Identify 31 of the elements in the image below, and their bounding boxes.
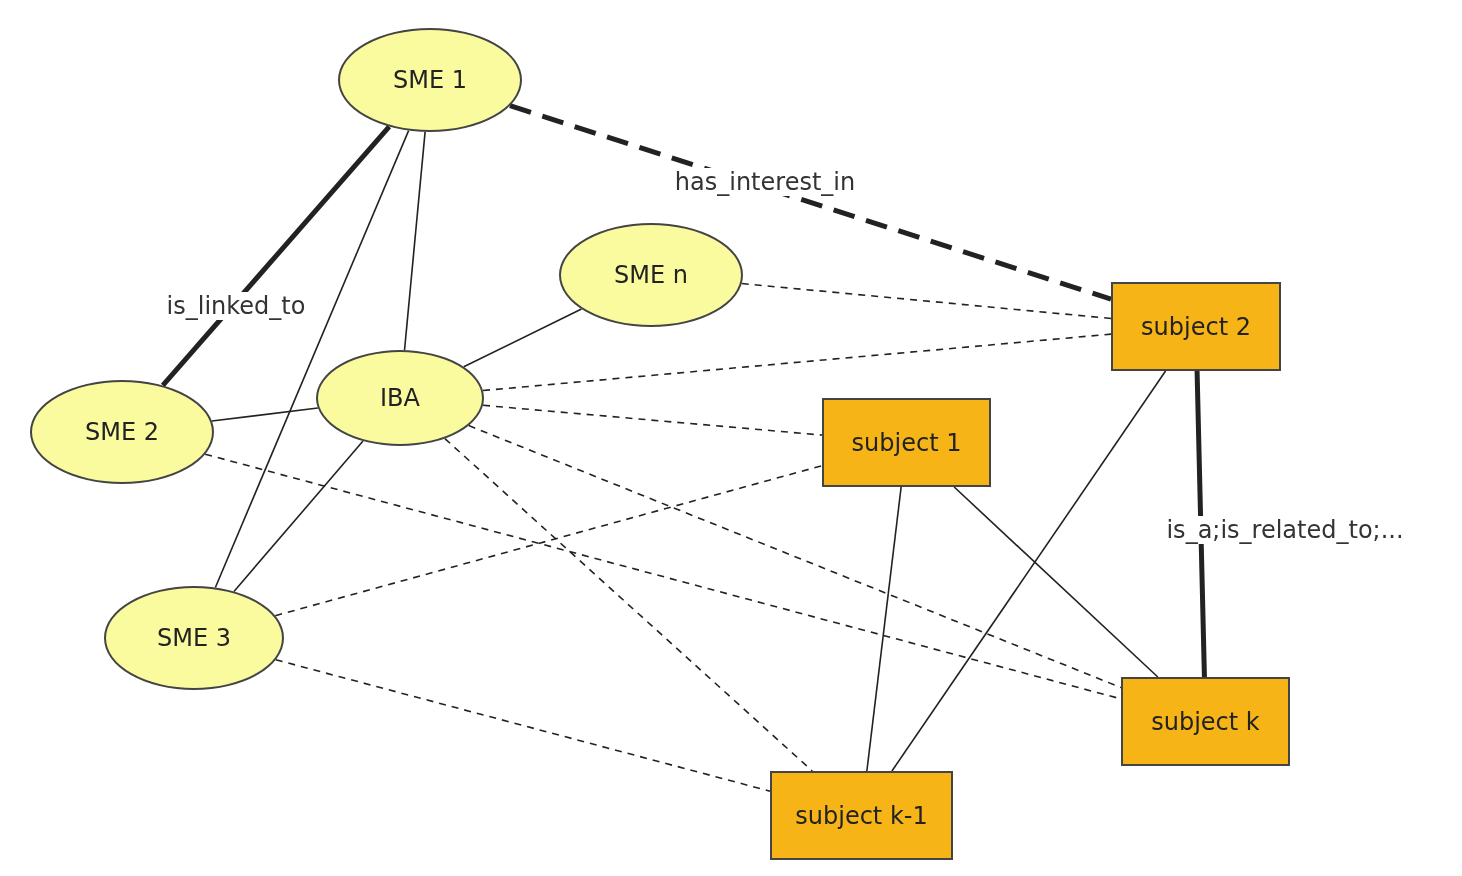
rectangle-node	[822, 398, 991, 487]
node-label: SME 3	[157, 624, 231, 652]
connector	[891, 370, 1167, 772]
node-label: subject 2	[1141, 312, 1251, 341]
node-label: subject 1	[851, 428, 962, 457]
dashed-connector	[444, 437, 814, 772]
dashed-connector	[274, 658, 771, 792]
dashed-connector	[482, 333, 1112, 392]
dashed-connector	[740, 282, 1112, 320]
node-label: SME 2	[85, 418, 159, 446]
connector	[1194, 370, 1207, 678]
dashed-connector	[509, 103, 1112, 302]
connector	[214, 129, 410, 589]
dashed-connector	[482, 404, 823, 436]
dashed-connector	[467, 424, 1122, 689]
connector	[866, 486, 902, 772]
connector	[953, 486, 1159, 678]
node-label: subject k-1	[795, 801, 928, 830]
node-label: SME 1	[393, 66, 467, 94]
node-label: IBA	[380, 384, 420, 412]
rectangle-node	[770, 771, 953, 860]
rectangle-node	[1121, 677, 1290, 766]
node-label: subject k	[1151, 707, 1260, 736]
connector	[160, 124, 392, 388]
rectangle-node	[1111, 282, 1281, 371]
connector	[211, 407, 319, 422]
connector	[233, 440, 364, 593]
connector	[403, 131, 426, 351]
node-label: SME n	[614, 261, 688, 289]
dashed-connector	[274, 464, 823, 617]
connector	[462, 308, 583, 368]
